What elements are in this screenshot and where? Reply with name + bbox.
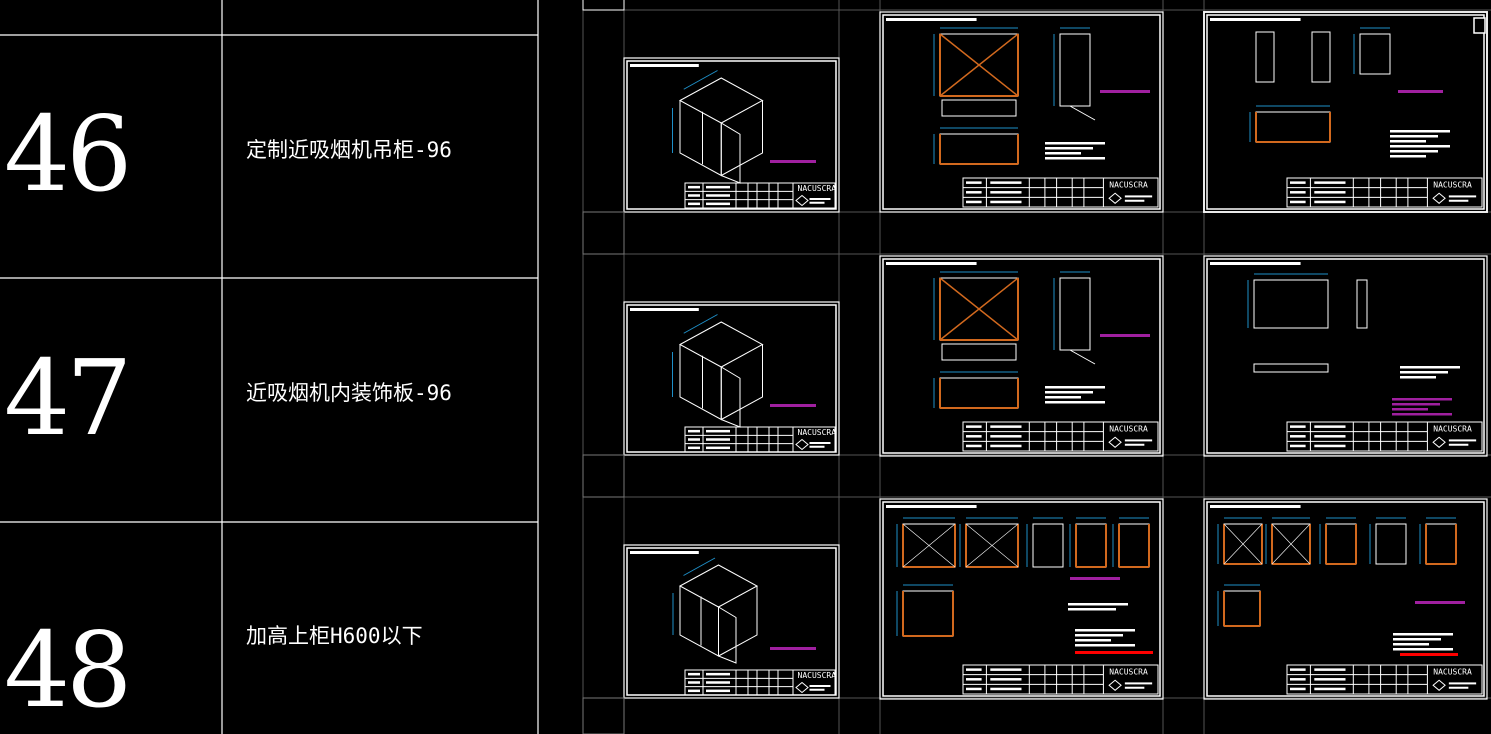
index-table-grid [0, 0, 539, 734]
drawing-sheet-iso[interactable]: NACUSCRA [623, 301, 840, 456]
title-block-logo: NACUSCRA [1433, 180, 1472, 189]
row-number: 47 [4, 337, 132, 459]
title-block-logo: NACUSCRA [798, 428, 837, 437]
drawing-sheet-detail[interactable]: NACUSCRA [1203, 11, 1488, 213]
drawing-sheet-ortho[interactable]: NACUSCRA [879, 498, 1164, 700]
row-name: 近吸烟机内装饰板-96 [246, 381, 452, 405]
grip-handle-icon[interactable] [1473, 17, 1486, 34]
title-block-logo: NACUSCRA [1109, 424, 1148, 433]
drawing-sheet-ortho[interactable]: NACUSCRA [879, 11, 1164, 213]
title-block-logo: NACUSCRA [798, 184, 837, 193]
title-block-logo: NACUSCRA [1433, 667, 1472, 676]
row-name: 定制近吸烟机吊柜-96 [246, 138, 452, 162]
title-block-logo: NACUSCRA [798, 671, 837, 680]
title-block-logo: NACUSCRA [1109, 667, 1148, 676]
drawing-sheet-iso[interactable]: NACUSCRA [623, 57, 840, 213]
title-block-logo: NACUSCRA [1433, 424, 1472, 433]
title-block-logo: NACUSCRA [1109, 180, 1148, 189]
row-number: 46 [4, 93, 132, 215]
drawing-sheet-detail[interactable]: NACUSCRA [1203, 255, 1488, 457]
drawing-sheet-detail[interactable]: NACUSCRA [1203, 498, 1488, 700]
drawing-sheet-iso[interactable]: NACUSCRA [623, 544, 840, 699]
row-number: 48 [4, 609, 132, 731]
drawing-sheet-ortho[interactable]: NACUSCRA [879, 255, 1164, 457]
drawing-layout-grid [582, 0, 1491, 734]
row-name: 加高上柜H600以下 [246, 624, 423, 648]
